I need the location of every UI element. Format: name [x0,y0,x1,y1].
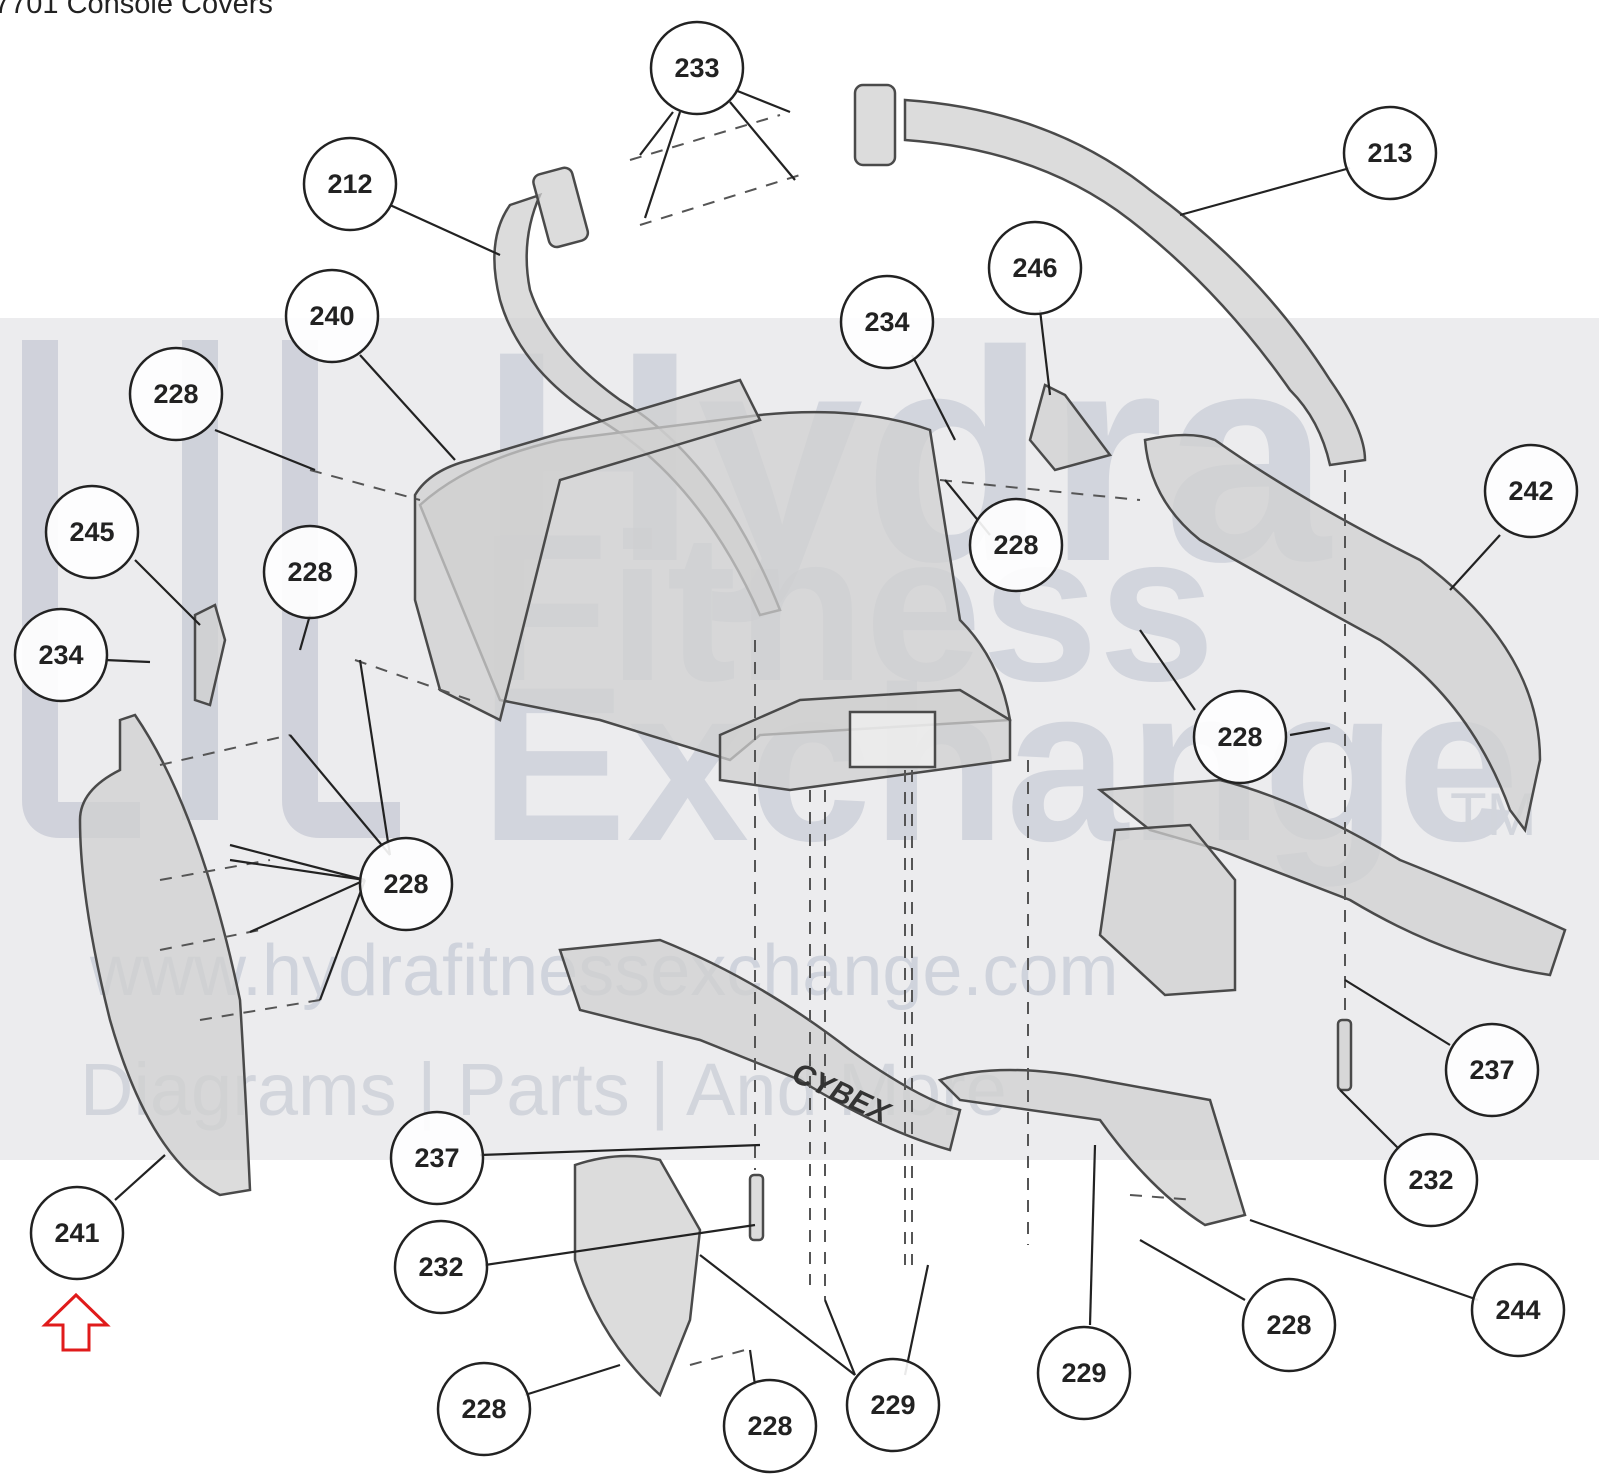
callout-circle [44,484,140,580]
part-241-left-cover [78,713,252,1197]
callout-group: 233 212 213 246 240 234 228 242 228 245 228 234 228 2… [13,20,1579,1474]
callout-237: 237 [389,1110,485,1206]
callout-228: 228 [968,497,1064,593]
part-front-lower-cover [573,1154,702,1398]
callout-label: 234 [864,307,909,337]
callout-label: 228 [747,1411,792,1441]
callout-circle [436,1361,532,1457]
callout-233: 233 [649,20,745,116]
part-left-handgrip [558,938,962,1152]
callout-232: 232 [1383,1132,1479,1228]
callout-237: 237 [1444,1022,1540,1118]
callout-circle [722,1378,818,1474]
callout-circle [13,607,109,703]
callout-label: 244 [1495,1295,1540,1325]
part-245-end-cap [193,603,227,707]
callout-213: 213 [1342,105,1438,201]
callout-circle [128,346,224,442]
part-213-right-handlebar [903,98,1367,467]
callout-241: 241 [29,1185,125,1281]
part-232-rod-left [748,1173,765,1242]
callout-228: 228 [262,524,358,620]
callout-circle [393,1219,489,1315]
callout-label: 232 [418,1252,463,1282]
alignment-lines [159,114,1346,1366]
callout-circle [845,1357,941,1453]
part-246-cap [1028,383,1113,472]
part-right-plate [1098,823,1237,997]
callout-label: 228 [153,379,198,409]
parts-artwork [78,83,1567,1398]
callout-label: 237 [414,1143,459,1173]
callout-234: 234 [13,607,109,703]
callout-circle [1036,1325,1132,1421]
callout-245: 245 [44,484,140,580]
callout-circle [987,220,1083,316]
callout-circle [302,136,398,232]
callout-label: 229 [1061,1358,1106,1388]
callout-label: 228 [383,869,428,899]
callout-circle [389,1110,485,1206]
callout-label: 242 [1508,476,1553,506]
callout-229: 229 [845,1357,941,1453]
callout-circle [1470,1262,1566,1358]
callout-228: 228 [358,836,454,932]
callout-circle [1342,105,1438,201]
callout-label: 228 [1217,722,1262,752]
callout-234: 234 [839,274,935,370]
callout-label: 246 [1012,253,1057,283]
callout-label: 245 [69,517,114,547]
callout-circle [968,497,1064,593]
callout-228: 228 [1192,689,1288,785]
callout-circle [284,268,380,364]
callout-229: 229 [1036,1325,1132,1421]
callout-label: 232 [1408,1165,1453,1195]
part-242-right-cover [1143,433,1542,833]
callout-label: 228 [461,1394,506,1424]
callout-label: 228 [993,530,1038,560]
callout-circle [262,524,358,620]
callout-label: 228 [1266,1310,1311,1340]
part-240-rear-cover [413,378,762,722]
callout-228: 228 [1241,1277,1337,1373]
part-display-screen [848,710,937,769]
part-244-lower-cover [937,1068,1247,1227]
callout-242: 242 [1483,443,1579,539]
part-right-handgrip [1096,778,1567,977]
up-arrow-icon [41,1292,111,1352]
part-232-rod-right [1336,1018,1353,1092]
callout-circle [649,20,745,116]
callout-240: 240 [284,268,380,364]
callout-246: 246 [987,220,1083,316]
callout-228: 228 [722,1378,818,1474]
callout-circle [1192,689,1288,785]
callout-label: 212 [327,169,372,199]
callout-circle [1444,1022,1540,1118]
callout-circle [1383,1132,1479,1228]
callout-232: 232 [393,1219,489,1315]
callout-label: 229 [870,1390,915,1420]
callout-228: 228 [436,1361,532,1457]
callout-244: 244 [1470,1262,1566,1358]
callout-label: 233 [674,53,719,83]
leader-lines [104,88,1501,1397]
part-212-bracket [532,166,590,249]
callout-circle [29,1185,125,1281]
callout-circle [358,836,454,932]
callout-label: 213 [1367,138,1412,168]
callout-228: 228 [128,346,224,442]
callout-label: 228 [287,557,332,587]
callout-circle [839,274,935,370]
callout-circle [1483,443,1579,539]
callout-label: 234 [38,640,83,670]
page-title: 7701 Console Covers [0,0,273,20]
callout-circle [1241,1277,1337,1373]
callout-label: 237 [1469,1055,1514,1085]
callout-212: 212 [302,136,398,232]
callout-label: 241 [54,1218,99,1248]
callout-label: 240 [309,301,354,331]
part-213-bracket [853,83,897,167]
